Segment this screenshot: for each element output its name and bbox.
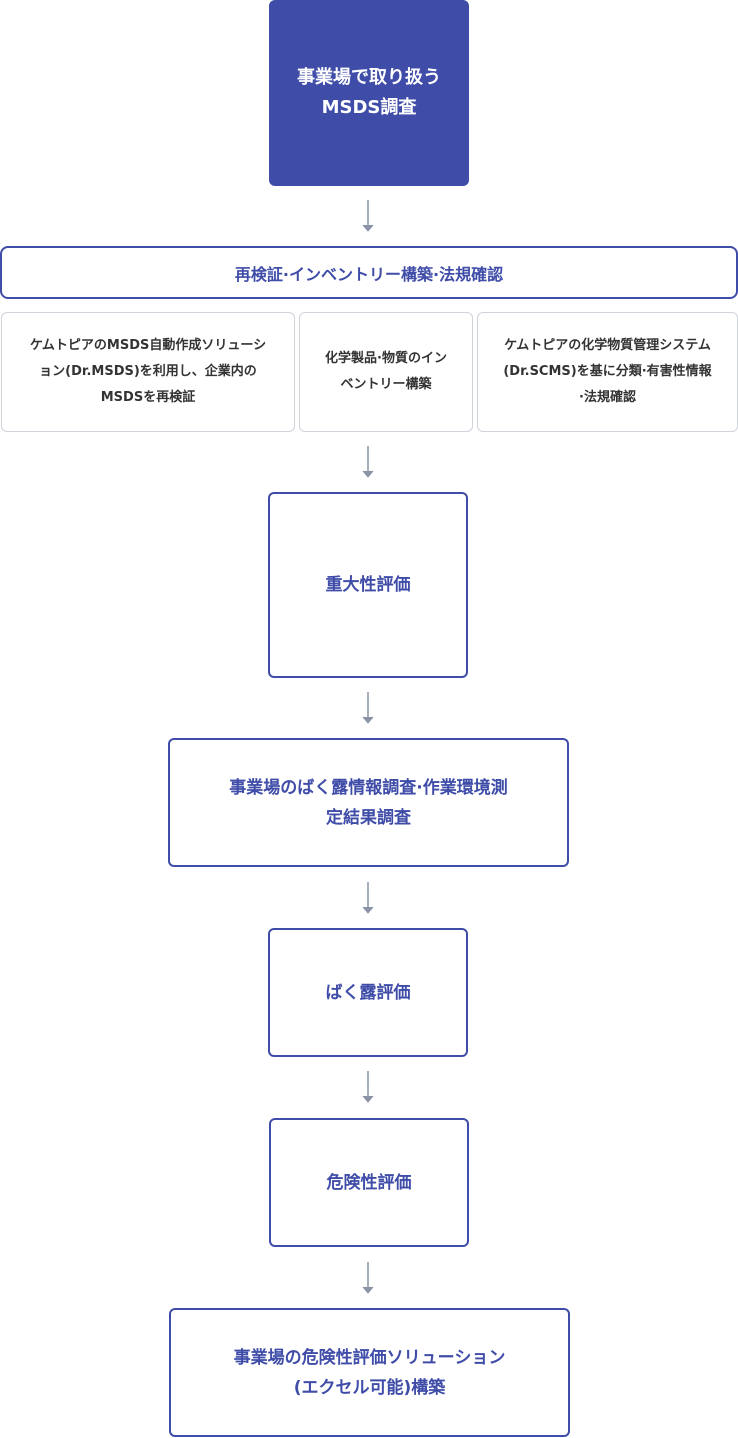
arrow-down-icon (361, 1071, 375, 1103)
start-box: 事業場で取り扱う MSDS調査 (269, 0, 469, 186)
arrow-down-icon (361, 200, 375, 232)
step-label: 重大性評価 (325, 575, 411, 595)
sub-item-msds-reverify: ケムトピアのMSDS自動作成ソリューシ ョン(Dr.MSDS)を利用し、企業内の… (1, 312, 295, 432)
sub-item-label: ケムトピアのMSDS自動作成ソリューシ ョン(Dr.MSDS)を利用し、企業内の… (29, 338, 267, 405)
sub-item-label: ケムトピアの化学物質管理システム (Dr.SCMS)を基に分類·有害性情報 ·法… (503, 338, 712, 405)
sub-item-label: 化学製品·物質のイン ベントリー構築 (325, 351, 447, 392)
arrow-down-icon (361, 882, 375, 914)
sub-item-classification: ケムトピアの化学物質管理システム (Dr.SCMS)を基に分類·有害性情報 ·法… (477, 312, 738, 432)
step-label: ばく露評価 (325, 982, 411, 1003)
arrow-down-icon (361, 446, 375, 478)
step-label: 危険性評価 (326, 1172, 412, 1193)
hazard-solution-box: 事業場の危険性評価ソリューション (エクセル可能)構築 (169, 1308, 570, 1437)
arrow-down-icon (361, 692, 375, 724)
step-label: 事業場の危険性評価ソリューション (エクセル可能)構築 (233, 1347, 506, 1398)
exposure-survey-box: 事業場のばく露情報調査·作業環境測 定結果調査 (168, 738, 569, 867)
arrow-down-icon (361, 1262, 375, 1294)
exposure-assessment-box: ばく露評価 (268, 928, 468, 1057)
reverification-banner: 再検証·インベントリー構築·法規確認 (0, 246, 738, 299)
step-label: 事業場のばく露情報調査·作業環境測 定結果調査 (229, 777, 508, 828)
banner-label: 再検証·インベントリー構築·法規確認 (234, 264, 504, 284)
hazard-assessment-box: 危険性評価 (269, 1118, 469, 1247)
sub-item-inventory: 化学製品·物質のイン ベントリー構築 (299, 312, 473, 432)
severity-assessment-box: 重大性評価 (268, 492, 468, 678)
start-label: 事業場で取り扱う MSDS調査 (297, 67, 441, 118)
